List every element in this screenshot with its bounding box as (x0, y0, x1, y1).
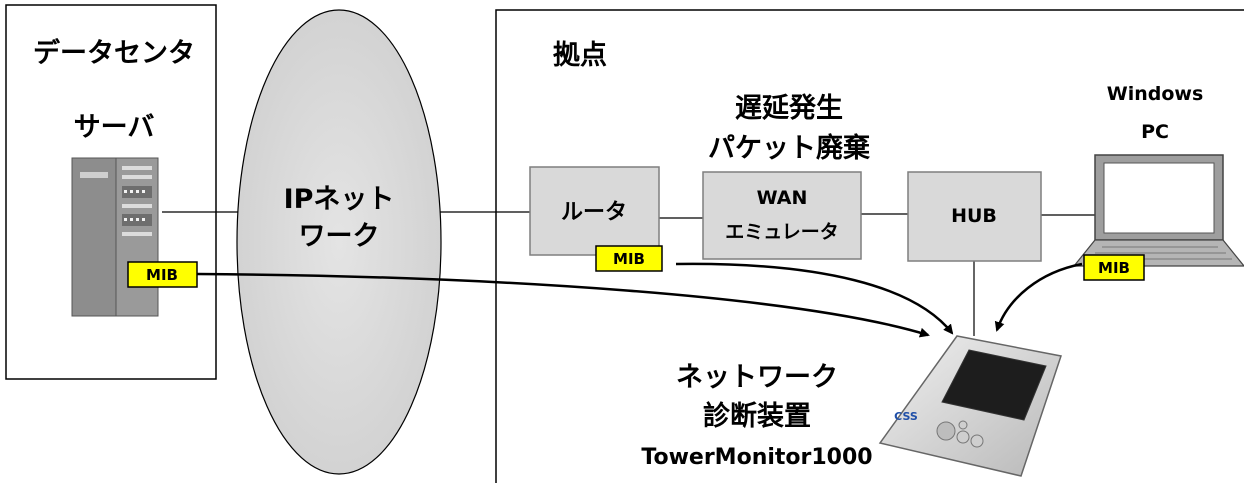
arrow-router-mib (675, 262, 954, 335)
ip-network-label-line1: IPネット (284, 184, 395, 215)
site-frame (495, 9, 1244, 483)
hub-box (907, 171, 1042, 262)
device-logo: CSS (894, 410, 918, 423)
router-label: ルータ (561, 200, 627, 225)
diagnostic-label-line1: ネットワーク (676, 362, 838, 393)
diagnostic-label-line2: 診断装置 (703, 400, 811, 432)
site-title: 拠点 (553, 40, 607, 71)
datacenter-title: データセンタ (33, 37, 195, 69)
server-label: サーバ (74, 112, 155, 143)
ip-network-ellipse (236, 9, 442, 475)
pc-label-line1: Windows (1107, 83, 1204, 105)
server-mib-label: MIB (146, 266, 178, 284)
pc-mib-tag (1083, 254, 1145, 281)
wan-caption-line1: 遅延発生 (735, 93, 843, 124)
arrow-server-mib (196, 272, 930, 338)
router-mib-tag (595, 245, 663, 272)
pc-label-line2: PC (1141, 121, 1169, 143)
wan-caption-line2: パケット廃棄 (708, 132, 871, 164)
server-icon (71, 157, 159, 317)
diagnostic-label-line3: TowerMonitor1000 (641, 445, 872, 470)
router-mib-label: MIB (613, 250, 645, 268)
router-box (529, 166, 660, 256)
datacenter-frame (5, 4, 217, 380)
tower-monitor-device-icon (878, 335, 1062, 477)
laptop-icon (1072, 154, 1244, 267)
wan-emulator-box (702, 171, 862, 260)
server-mib-tag (127, 261, 198, 288)
wan-emulator-line2: エミュレータ (725, 221, 839, 243)
arrow-pc-mib (994, 262, 1083, 332)
pc-mib-label: MIB (1098, 259, 1130, 277)
hub-label: HUB (951, 205, 997, 227)
wan-emulator-line1: WAN (757, 187, 808, 209)
ip-network-label-line2: ワーク (299, 221, 380, 252)
